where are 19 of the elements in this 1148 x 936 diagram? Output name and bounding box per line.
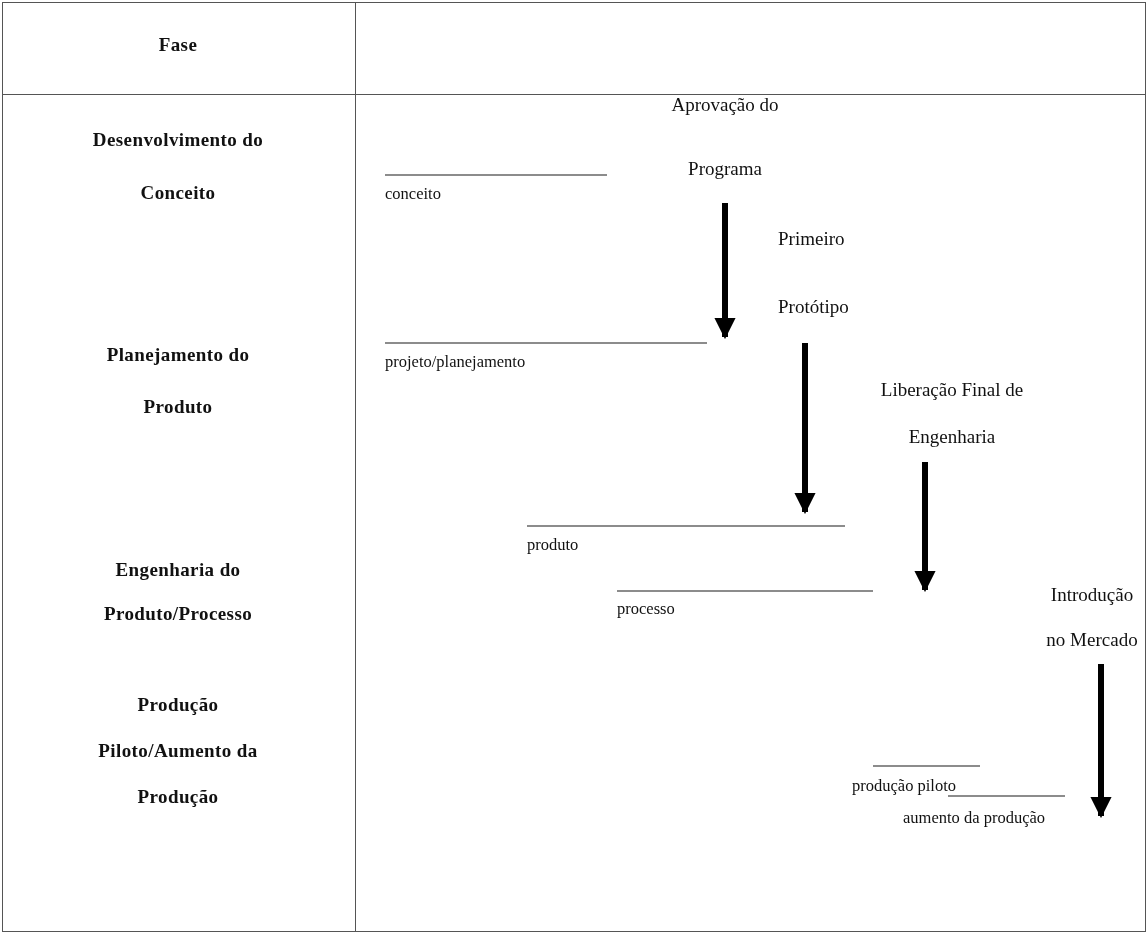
arrow bbox=[1090, 664, 1112, 819]
milestone-label: Aprovação do Programa bbox=[660, 73, 790, 201]
arrow bbox=[794, 343, 816, 515]
milestone-label: Primeiro Protótipo bbox=[778, 205, 868, 341]
milestone-label: Introdução no Mercado bbox=[1040, 572, 1144, 662]
milestone-label: Liberação Final de Engenharia bbox=[872, 366, 1032, 460]
arrow bbox=[914, 462, 936, 593]
activity-label: conceito bbox=[385, 184, 441, 204]
activity-label: aumento da produção bbox=[903, 808, 1046, 828]
phase-label: Produção Piloto/Aumento da Produção bbox=[97, 693, 259, 809]
activity-label: produção piloto bbox=[852, 776, 957, 796]
activity-label: projeto/planejamento bbox=[385, 352, 526, 372]
phase-label: Engenharia do Produto/Processo bbox=[102, 558, 254, 626]
activity-label: produto bbox=[527, 535, 579, 555]
arrow bbox=[714, 203, 736, 340]
activity-label: processo bbox=[617, 599, 675, 619]
phase-label: Planejamento do Produto bbox=[105, 343, 251, 419]
column-header: Fase bbox=[157, 33, 199, 57]
phase-label: Desenvolvimento do Conceito bbox=[91, 128, 265, 205]
